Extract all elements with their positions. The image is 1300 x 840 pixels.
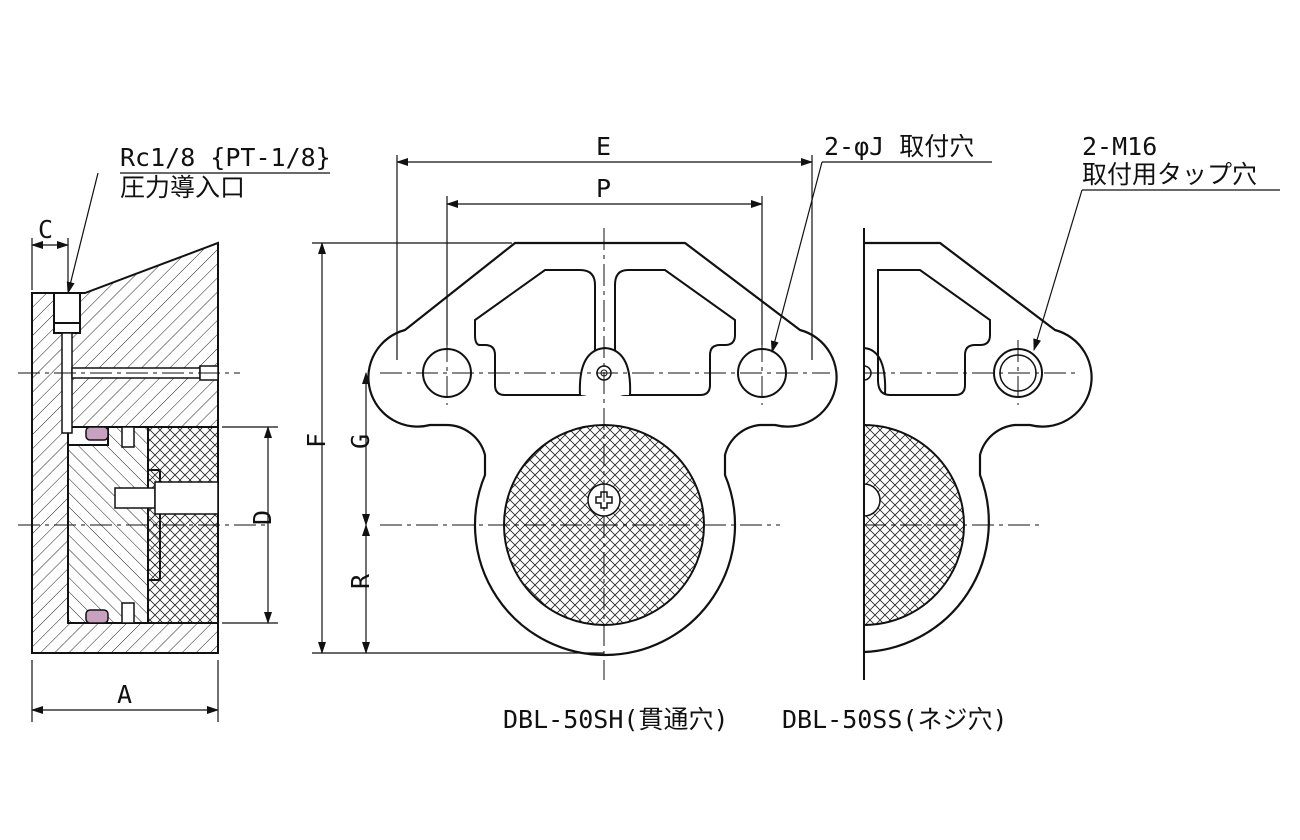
port-fitting: [53, 292, 81, 334]
oring-top: [85, 426, 109, 441]
caption-sh: DBL-50SH(貫通穴): [503, 705, 729, 734]
bushing-top: [121, 426, 135, 448]
port-name-text: 圧力導入口: [120, 173, 245, 202]
caption-ss: DBL-50SS(ネジ穴): [782, 705, 1008, 734]
dim-p-label: P: [596, 174, 611, 203]
sh-left-window: [474, 269, 596, 396]
tap-spec-text: 2-M16: [1082, 132, 1157, 161]
vertical-passage: [61, 332, 73, 434]
port-spec-text: Rc1/8 {PT-1/8}: [120, 143, 331, 172]
dim-g-label: G: [346, 434, 375, 449]
dim-e-label: E: [596, 132, 611, 161]
screw-shank: [114, 487, 156, 509]
dim-r-label: R: [346, 573, 375, 589]
dim-d-label: D: [248, 510, 277, 525]
bushing-bottom: [121, 602, 135, 624]
dim-f-label: F: [302, 433, 331, 448]
front-view-ss: 2-M16 取付用タップ穴 DBL-50SS(ネジ穴): [782, 132, 1280, 734]
side-section-view: C A D Rc1/8 {PT-1/8} 圧力導入口: [18, 143, 331, 722]
ss-center-boss: [863, 347, 887, 396]
oring-bottom: [85, 609, 109, 624]
hole-leader: [770, 161, 823, 353]
sh-right-window: [614, 269, 736, 396]
ss-pad-screw: [863, 483, 881, 517]
hole-note-text: 2-φJ 取付穴: [824, 132, 974, 161]
tap-name-text: 取付用タップ穴: [1082, 160, 1257, 189]
screw-head: [154, 481, 219, 515]
dim-a-label: A: [117, 680, 132, 709]
port-leader: [66, 172, 99, 294]
tap-leader: [1033, 189, 1083, 351]
dim-c-label: C: [38, 215, 53, 244]
front-view-sh: E P F G R 2-φJ 取付穴 DBL-50SH(貫通穴): [302, 132, 992, 734]
